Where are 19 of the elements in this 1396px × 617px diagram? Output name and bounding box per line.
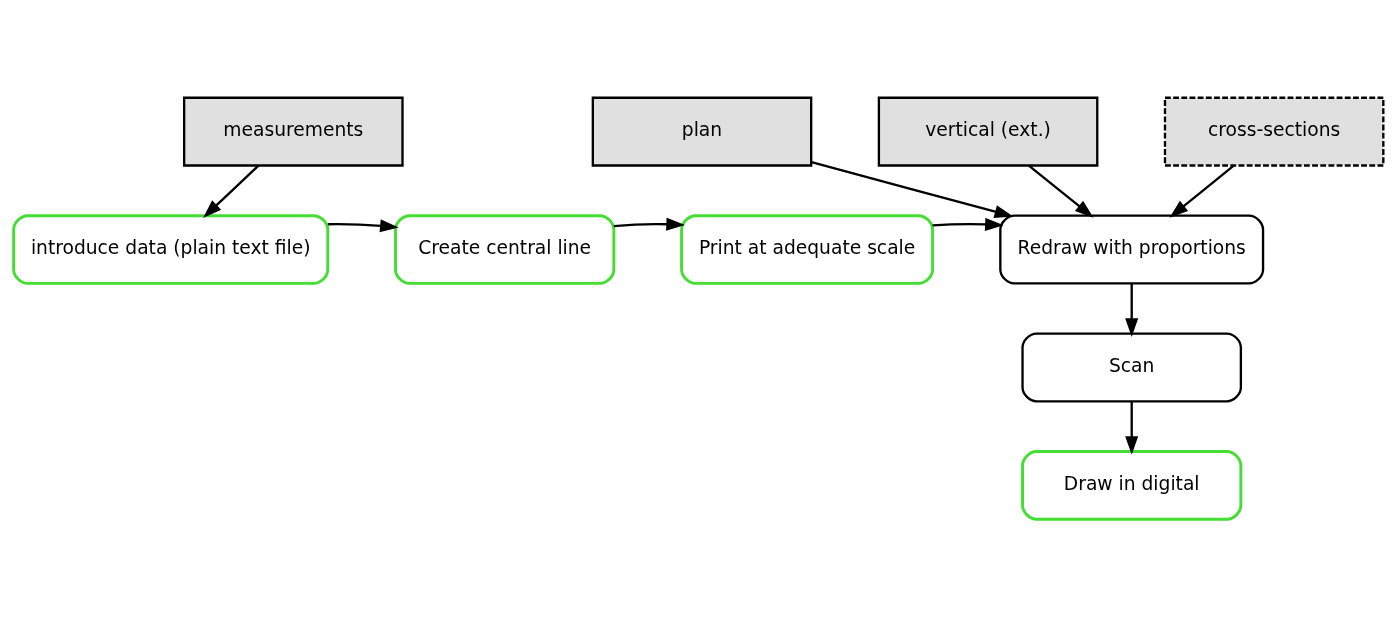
node-box: introduce data (plain text file) xyxy=(11,214,329,285)
arrow xyxy=(1169,164,1234,218)
node-box: Print at adequate scale xyxy=(679,214,934,285)
arrow xyxy=(932,217,1004,231)
node-box: Draw in digital xyxy=(1020,450,1242,521)
arrow xyxy=(1124,401,1138,455)
arrow xyxy=(1027,164,1094,218)
node-box: cross-sections xyxy=(1163,96,1384,167)
arrow xyxy=(327,219,399,233)
node-box: Scan xyxy=(1020,332,1242,403)
arrow xyxy=(202,164,259,218)
node-box: Create central line xyxy=(393,214,615,285)
node-box: vertical (ext.) xyxy=(877,96,1098,167)
node-box: Redraw with proportions xyxy=(998,214,1264,285)
arrow xyxy=(613,217,685,231)
node-box: plan xyxy=(591,96,812,167)
arrow xyxy=(810,161,1013,218)
arrow xyxy=(1124,283,1138,337)
node-box: measurements xyxy=(182,96,404,167)
